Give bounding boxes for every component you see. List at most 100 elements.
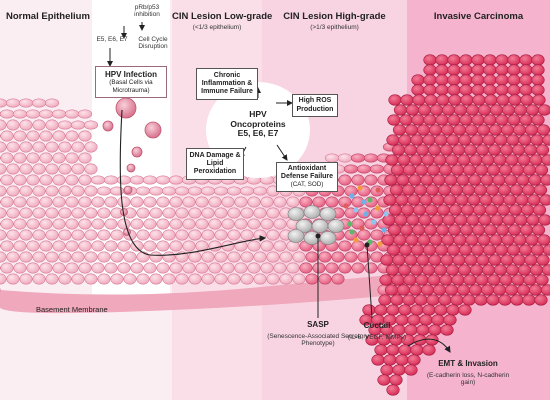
epithelial-cell — [485, 184, 500, 196]
epithelial-cell — [457, 154, 471, 166]
epithelial-cell — [529, 154, 543, 166]
epithelial-cell — [479, 194, 493, 206]
epithelial-cell — [409, 264, 424, 276]
epithelial-cell — [148, 186, 164, 196]
epithelial-cell — [175, 273, 189, 285]
epithelial-cell — [253, 251, 267, 263]
epithelial-cell — [305, 251, 319, 263]
antioxidant-title: Antioxidant Defense Failure — [280, 165, 334, 181]
epithelial-cell — [536, 254, 550, 266]
epithelial-cell — [393, 234, 407, 246]
epithelial-cell — [506, 244, 521, 256]
epithelial-cell — [32, 163, 46, 175]
epithelial-cell — [398, 134, 412, 146]
epithelial-cell — [26, 240, 40, 252]
epithelial-cell — [469, 264, 484, 276]
epithelial-cell — [19, 141, 33, 153]
epithelial-cell — [350, 153, 366, 163]
epithelial-cell — [65, 240, 79, 252]
epithelial-cell — [495, 74, 509, 86]
epithelial-cell — [214, 229, 228, 241]
epithelial-cell — [492, 284, 507, 296]
epithelial-cell — [459, 84, 473, 96]
epithelial-cell — [374, 304, 388, 316]
epithelial-cell — [512, 254, 526, 266]
epithelial-cell — [26, 174, 40, 186]
epithelial-cell — [465, 104, 480, 116]
epithelial-cell — [247, 218, 261, 230]
epithelial-cell — [407, 194, 421, 206]
epithelial-cell — [318, 251, 332, 263]
epithelial-cell — [435, 54, 449, 66]
epithelial-cell — [78, 174, 92, 186]
epithelial-cell — [356, 164, 372, 174]
epithelial-cell — [52, 152, 66, 164]
epithelial-cell — [527, 194, 541, 206]
stage-subtitle-high: (>1/3 epithelium) — [310, 24, 359, 31]
epithelial-cell — [415, 274, 429, 286]
epithelial-cell — [65, 152, 79, 164]
epithelial-cell — [32, 185, 46, 197]
epithelial-cell — [495, 64, 509, 76]
epithelial-cell — [499, 144, 514, 156]
epithelial-cell — [515, 194, 529, 206]
epithelial-cell — [501, 104, 516, 116]
epithelial-cell — [318, 273, 332, 285]
epithelial-cell — [483, 224, 498, 236]
epithelial-cell — [424, 94, 438, 106]
epithelial-cell — [168, 175, 184, 185]
epithelial-cell — [380, 364, 394, 376]
epithelial-cell — [388, 94, 402, 106]
epithelial-cell — [19, 163, 33, 175]
epithelial-cell — [52, 262, 66, 274]
epithelial-cell — [436, 94, 450, 106]
epithelial-cell — [25, 109, 41, 119]
epithelial-cell — [486, 164, 501, 176]
epithelial-cell — [201, 229, 215, 241]
epithelial-cell — [388, 204, 403, 216]
epithelial-cell — [417, 104, 432, 116]
epithelial-cell — [504, 284, 519, 296]
epithelial-cell — [487, 144, 502, 156]
epithelial-cell — [491, 194, 505, 206]
epithelial-cell — [260, 196, 274, 208]
epithelial-cell — [500, 124, 515, 136]
epithelial-cell — [58, 185, 72, 197]
epithelial-cell — [327, 219, 345, 233]
epithelial-cell — [169, 218, 183, 230]
epithelial-cell — [423, 224, 438, 236]
epithelial-cell — [162, 273, 176, 285]
epithelial-cell — [371, 354, 385, 366]
epithelial-cell — [488, 254, 502, 266]
epithelial-cell — [370, 229, 384, 241]
epithelial-cell — [489, 234, 503, 246]
epithelial-cell — [497, 184, 512, 196]
epithelial-cell — [513, 234, 527, 246]
epithelial-cell — [195, 196, 209, 208]
epithelial-cell — [484, 204, 499, 216]
epithelial-cell — [65, 174, 79, 186]
epithelial-cell — [536, 124, 550, 136]
cytokine-dot-icon — [353, 207, 359, 213]
epithelial-cell — [214, 273, 228, 285]
epithelial-cell — [221, 218, 235, 230]
epithelial-cell — [84, 273, 98, 285]
epithelial-cell — [84, 141, 98, 153]
epithelial-cell — [493, 264, 508, 276]
epithelial-cell — [71, 185, 85, 197]
epithelial-cell — [377, 374, 391, 386]
epithelial-cell — [466, 214, 480, 226]
epithelial-cell — [420, 174, 434, 186]
epithelial-cell — [143, 218, 157, 230]
epithelial-cell — [57, 120, 73, 130]
epithelial-cell — [487, 274, 501, 286]
epithelial-cell — [472, 94, 486, 106]
epithelial-cell — [39, 218, 53, 230]
epithelial-cell — [77, 109, 93, 119]
epithelial-cell — [421, 264, 436, 276]
epithelial-cell — [18, 98, 34, 108]
epithelial-cell — [434, 134, 448, 146]
epithelial-cell — [117, 262, 131, 274]
epithelial-cell — [182, 196, 196, 208]
epithelial-cell — [45, 251, 59, 263]
